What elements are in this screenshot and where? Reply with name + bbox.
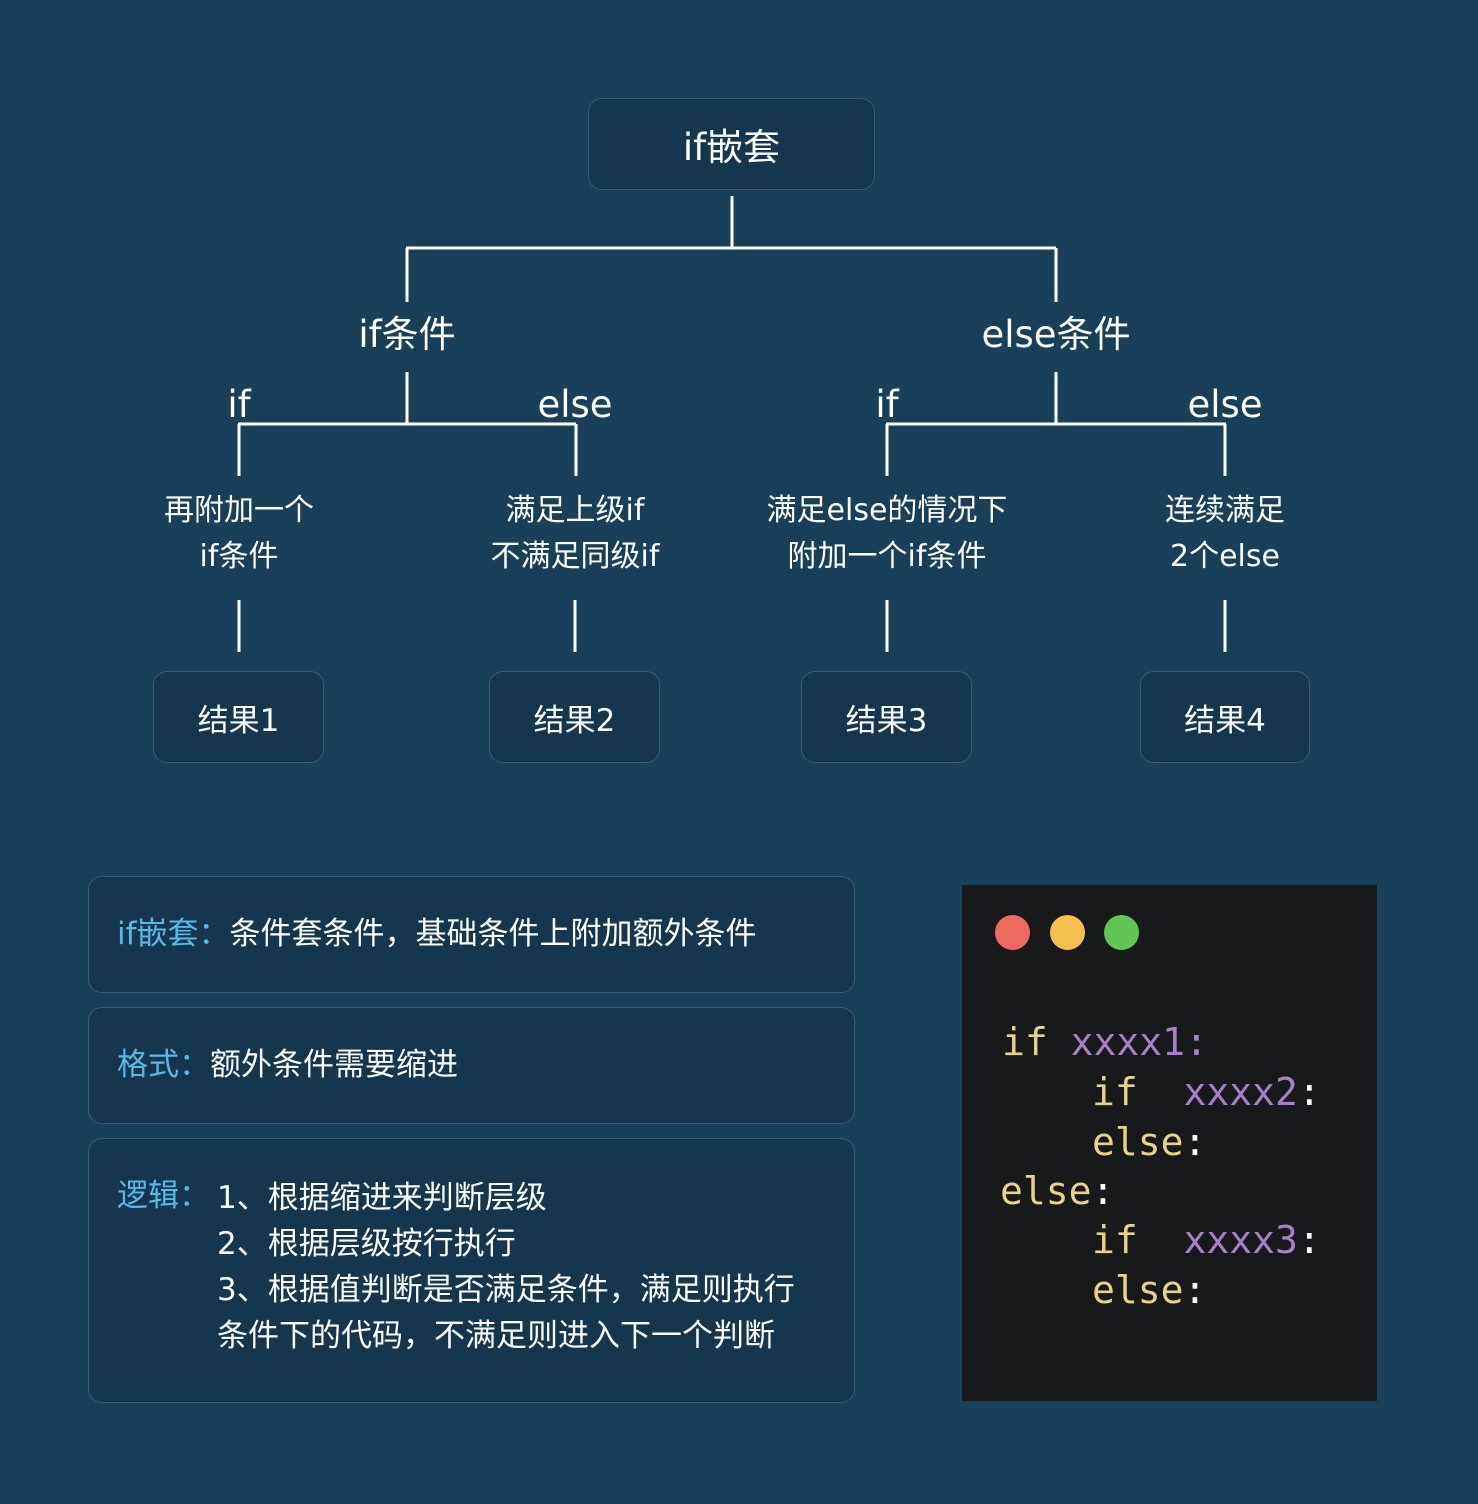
result-2-label: 结果2 [533,702,616,739]
close-dot-icon [995,915,1030,950]
branch-if-condition: if条件 [358,313,456,356]
logic-line-1: 1、根据缩进来判断层级 [217,1180,547,1216]
logic-key: 逻辑： [117,1178,210,1214]
result-3-label: 结果3 [845,702,928,739]
result-4-label: 结果4 [1184,702,1266,739]
code-line-3: else: [1092,1120,1207,1164]
info-box-nesting: if嵌套：条件套条件，基础条件上附加额外条件 [88,876,855,993]
root-label: if嵌套 [682,126,781,169]
right-if-label: if [875,383,899,426]
leaf-1-line-2: if条件 [199,539,279,574]
format-text: 额外条件需要缩进 [210,1047,458,1083]
root-node: if嵌套 [588,98,875,190]
branch-else-condition: else条件 [981,313,1131,356]
format-key: 格式： [117,1047,210,1083]
leaf-3-line-1: 满足else的情况下 [766,493,1008,528]
tree-connectors [237,196,1227,652]
leaf-description-4: 连续满足 2个else [1105,488,1345,580]
logic-list: 1、根据缩进来判断层级 2、根据层级按行执行 3、根据值判断是否满足条件，满足则… [217,1175,795,1359]
info-box-logic: 逻辑： 1、根据缩进来判断层级 2、根据层级按行执行 3、根据值判断是否满足条件… [88,1138,855,1403]
leaf-2-line-1: 满足上级if [505,493,645,528]
leaf-4-line-2: 2个else [1170,539,1280,574]
left-if-label: if [227,383,251,426]
right-else-label: else [1187,383,1263,426]
logic-line-3: 3、根据值判断是否满足条件，满足则执行 [217,1272,795,1308]
minimize-dot-icon [1050,915,1085,950]
result-node-2: 结果2 [489,671,660,763]
result-1-label: 结果1 [197,702,280,739]
leaf-4-line-1: 连续满足 [1165,493,1285,528]
code-window: if xxxx1: if xxxx2: else: else: if xxxx3… [962,885,1377,1401]
logic-line-2: 2、根据层级按行执行 [217,1226,516,1262]
leaf-description-1: 再附加一个 if条件 [119,488,359,580]
code-line-1: if xxxx1: [1002,1020,1208,1064]
nesting-text: 条件套条件，基础条件上附加额外条件 [229,916,757,952]
code-line-2: if xxxx2: [1092,1070,1321,1114]
maximize-dot-icon [1104,915,1139,950]
leaf-description-3: 满足else的情况下 附加一个if条件 [737,488,1037,580]
result-node-1: 结果1 [153,671,324,763]
leaf-2-line-2: 不满足同级if [490,539,660,574]
info-box-format: 格式：额外条件需要缩进 [88,1007,855,1124]
logic-line-4: 条件下的代码，不满足则进入下一个判断 [217,1318,775,1354]
leaf-3-line-2: 附加一个if条件 [787,539,987,574]
leaf-description-2: 满足上级if 不满足同级if [455,488,695,580]
result-node-3: 结果3 [801,671,972,763]
left-else-label: else [537,383,613,426]
code-line-6: else: [1092,1268,1207,1312]
nesting-key: if嵌套： [117,916,230,952]
result-node-4: 结果4 [1140,671,1310,763]
code-line-4: else: [1000,1169,1115,1213]
code-line-5: if xxxx3: [1092,1218,1321,1262]
leaf-1-line-1: 再附加一个 [164,493,314,528]
